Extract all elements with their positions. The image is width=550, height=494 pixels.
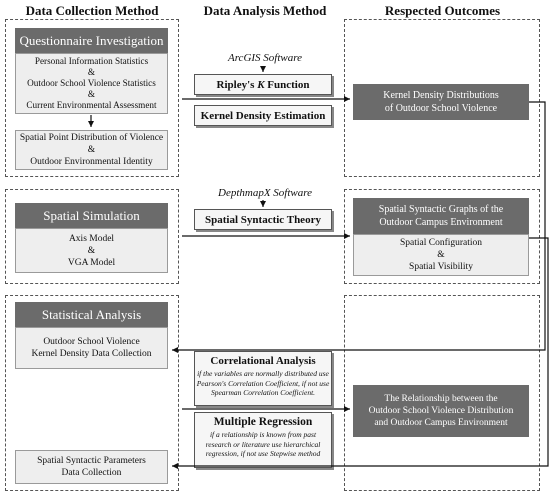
environmental-identity-item: Outdoor Environmental Identity	[30, 157, 153, 167]
arrow-kernel-outcome-loop	[172, 101, 546, 353]
ripley-k-symbol: K	[257, 78, 265, 91]
axis-model-item: Axis Model	[68, 233, 115, 244]
spatial-visibility-item: Spatial Visibility	[409, 262, 473, 272]
graphs-outcome-line-2: Outdoor Campus Environment	[379, 217, 503, 228]
questionnaire-item-environment: Current Environmental Assessment	[26, 100, 157, 110]
regression-note-2: research or literature use hierarchical	[205, 439, 321, 449]
arrow-graphs-outcome-loop	[172, 237, 549, 469]
ripley-suffix: Function	[264, 78, 310, 91]
group-outcome-relationship	[344, 295, 540, 491]
spatial-configuration-item: Spatial Configuration	[399, 238, 483, 248]
kernel-density-outcome-box: Kernel Density Distributions of Outdoor …	[353, 84, 529, 120]
ampersand: &	[87, 145, 96, 155]
column-title-analysis: Data Analysis Method	[203, 3, 327, 18]
ampersand: &	[87, 89, 96, 99]
relationship-line-3: and Outdoor Campus Environment	[374, 418, 508, 428]
kernel-data-line-2: Kernel Density Data Collection	[31, 349, 152, 359]
ampersand: &	[437, 250, 445, 260]
relationship-outcome-box: The Relationship between the Outdoor Sch…	[353, 385, 529, 437]
syntactic-data-collection-box: Spatial Syntactic Parameters Data Collec…	[15, 450, 168, 484]
ampersand: &	[87, 67, 96, 77]
correlational-note-3: Spearman Correlation Coefficient.	[210, 388, 316, 397]
correlational-analysis-title: Correlational Analysis	[210, 355, 316, 367]
syntactic-graphs-outcome-box: Spatial Syntactic Graphs of the Outdoor …	[353, 198, 529, 234]
questionnaire-item-violence: Outdoor School Violence Statistics	[27, 78, 156, 88]
correlational-note-1: if the variables are normally distribute…	[197, 369, 329, 378]
spatial-syntactic-theory-box: Spatial Syntactic Theory	[194, 209, 332, 230]
group-collection-simulation	[5, 189, 179, 284]
kernel-density-estimation-box: Kernel Density Estimation	[194, 105, 332, 126]
syntactic-data-line-2: Data Collection	[61, 468, 122, 478]
depthmapx-software-label: DepthmapX Software	[218, 187, 312, 199]
multiple-regression-box: Multiple Regression if a relationship is…	[194, 412, 332, 468]
kernel-outcome-line-1: Kernel Density Distributions	[383, 90, 499, 101]
ripley-k-function-box: Ripley's K Function	[194, 74, 332, 95]
ampersand: &	[87, 245, 96, 256]
kernel-outcome-line-2: of Outdoor School Violence	[384, 103, 498, 114]
spatial-point-box: Spatial Point Distribution of Violence &…	[15, 130, 168, 170]
graphs-outcome-line-1: Spatial Syntactic Graphs of the	[378, 204, 504, 215]
correlational-note-2: Pearson's Correlation Coefficient, if no…	[196, 378, 330, 388]
syntactic-data-line-1: Spatial Syntactic Parameters	[37, 456, 146, 466]
arcgis-software-label: ArcGIS Software	[227, 52, 303, 64]
column-title-outcomes: Respected Outcomes	[384, 3, 501, 18]
ripley-prefix: Ripley's	[216, 78, 258, 91]
column-title-collection: Data Collection Method	[25, 3, 159, 18]
questionnaire-item-personal: Personal Information Statistics	[34, 56, 149, 66]
questionnaire-title: Questionnaire Investigation	[15, 28, 168, 53]
kernel-data-line-1: Outdoor School Violence	[43, 337, 140, 347]
questionnaire-items: Personal Information Statistics & Outdoo…	[15, 53, 168, 114]
group-collection-questionnaire	[5, 19, 179, 177]
correlational-analysis-box: Correlational Analysis if the variables …	[194, 351, 332, 406]
ripley-k-function-label: Ripley's K Function	[217, 79, 310, 91]
simulation-items: Axis Model & VGA Model	[15, 228, 168, 273]
graphs-items-box: Spatial Configuration & Spatial Visibili…	[353, 234, 529, 276]
simulation-title: Spatial Simulation	[15, 203, 168, 228]
regression-note-1: if a relationship is known from past	[209, 430, 317, 439]
statistical-title: Statistical Analysis	[15, 302, 168, 327]
regression-note-3: regression, if not use Stepwise method	[205, 449, 321, 458]
relationship-line-1: The Relationship between the	[384, 394, 498, 404]
group-collection-statistical	[5, 295, 179, 491]
spatial-point-item: Spatial Point Distribution of Violence	[19, 133, 164, 143]
vga-model-item: VGA Model	[67, 257, 116, 268]
multiple-regression-title: Multiple Regression	[213, 416, 313, 428]
relationship-line-2: Outdoor School Violence Distribution	[368, 406, 514, 416]
kernel-data-collection-box: Outdoor School Violence Kernel Density D…	[15, 327, 168, 369]
